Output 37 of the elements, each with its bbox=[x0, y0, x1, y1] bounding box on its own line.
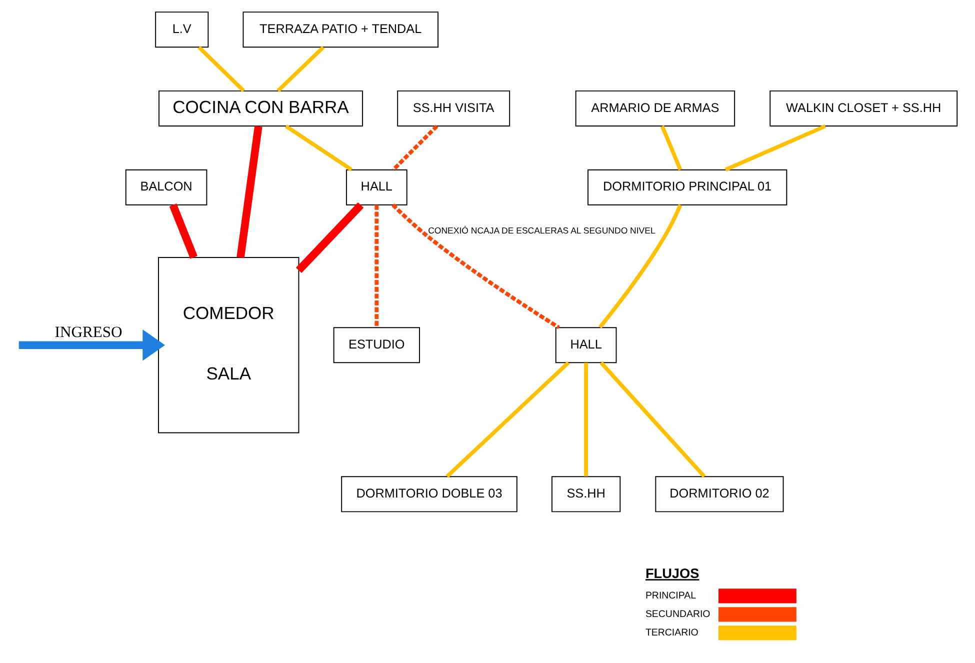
node-box: BALCON bbox=[125, 169, 208, 206]
node-box: COMEDOR SALA bbox=[158, 257, 300, 434]
connector bbox=[392, 204, 560, 330]
connector bbox=[236, 126, 262, 258]
node-box: WALKIN CLOSET + SS.HH bbox=[770, 90, 958, 126]
node-box: ESTUDIO bbox=[333, 327, 420, 364]
connector bbox=[374, 205, 379, 328]
connector bbox=[724, 124, 826, 172]
connector bbox=[276, 46, 325, 92]
node-box: DORMITORIO PRINCIPAL 01 bbox=[588, 169, 788, 206]
connector bbox=[584, 362, 588, 476]
node-box: HALL bbox=[346, 169, 408, 206]
connector bbox=[598, 204, 682, 328]
connector bbox=[392, 124, 438, 172]
connector bbox=[446, 361, 570, 478]
label: FLUJOS bbox=[645, 566, 700, 582]
connector bbox=[660, 125, 682, 170]
connector bbox=[296, 202, 364, 274]
connector bbox=[284, 124, 353, 172]
connector bbox=[600, 361, 706, 478]
node-box: DORMITORIO DOBLE 03 bbox=[341, 476, 518, 512]
node-box: SS.HH VISITA bbox=[397, 90, 510, 126]
node-box: ARMARIO DE ARMAS bbox=[575, 90, 736, 126]
legend-label: SECUNDARIO bbox=[645, 608, 710, 620]
arrow bbox=[18, 329, 166, 361]
node-box: L.V bbox=[155, 12, 209, 48]
node-box: COCINA CON BARRA bbox=[158, 90, 364, 126]
node-box: DORMITORIO 02 bbox=[655, 476, 784, 512]
node-box: SS.HH bbox=[551, 476, 621, 512]
connector bbox=[198, 46, 246, 92]
legend-label: TERCIARIO bbox=[645, 627, 698, 638]
legend-label: PRINCIPAL bbox=[645, 590, 696, 602]
node-box: TERRAZA PATIO + TENDAL bbox=[242, 12, 438, 48]
edge-label: INGRESO bbox=[54, 324, 122, 342]
connector bbox=[169, 204, 198, 259]
node-box: HALL bbox=[555, 327, 617, 364]
edge-label: CONEXIÓ NCAJA DE ESCALERAS AL SEGUNDO NIVEL bbox=[428, 225, 656, 236]
